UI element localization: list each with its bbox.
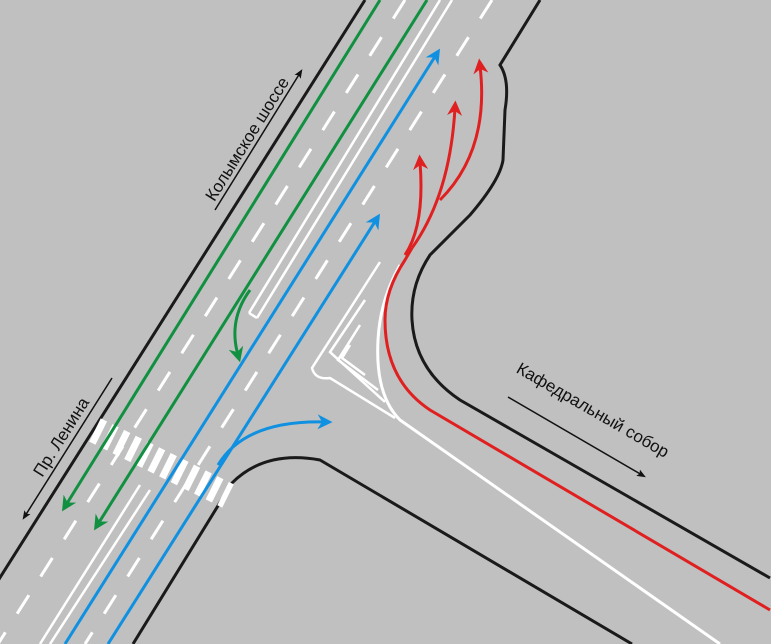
center-line [247, 0, 442, 314]
direction-arrow [507, 396, 646, 478]
crosswalk [89, 418, 234, 508]
center-line [248, 311, 258, 320]
red-route-branch [403, 154, 429, 256]
green-route-line [94, 0, 429, 531]
red-route-line [383, 247, 771, 612]
direction-arrow [22, 377, 113, 520]
blue-route-line [63, 48, 440, 644]
island-chevrons [310, 261, 396, 420]
lane-dash [0, 0, 407, 644]
edge-line [376, 264, 721, 644]
avenue-label: Пр. Ленина [30, 394, 94, 480]
center-line [48, 489, 152, 644]
upper-right-curb [410, 0, 771, 580]
direction-arrow [214, 69, 303, 211]
road-markings [0, 0, 721, 644]
lane-dash [83, 0, 494, 644]
lower-curb [131, 456, 633, 644]
blue-route-turn [216, 414, 333, 466]
center-line [38, 484, 142, 644]
center-line [255, 0, 454, 319]
green-route-turn [228, 289, 252, 363]
left-curb [0, 0, 367, 581]
green-route-line [62, 0, 382, 512]
red-route-branch [438, 58, 489, 202]
routes [62, 0, 771, 644]
red-route-branch [410, 100, 463, 249]
blue-route-line [106, 213, 381, 644]
